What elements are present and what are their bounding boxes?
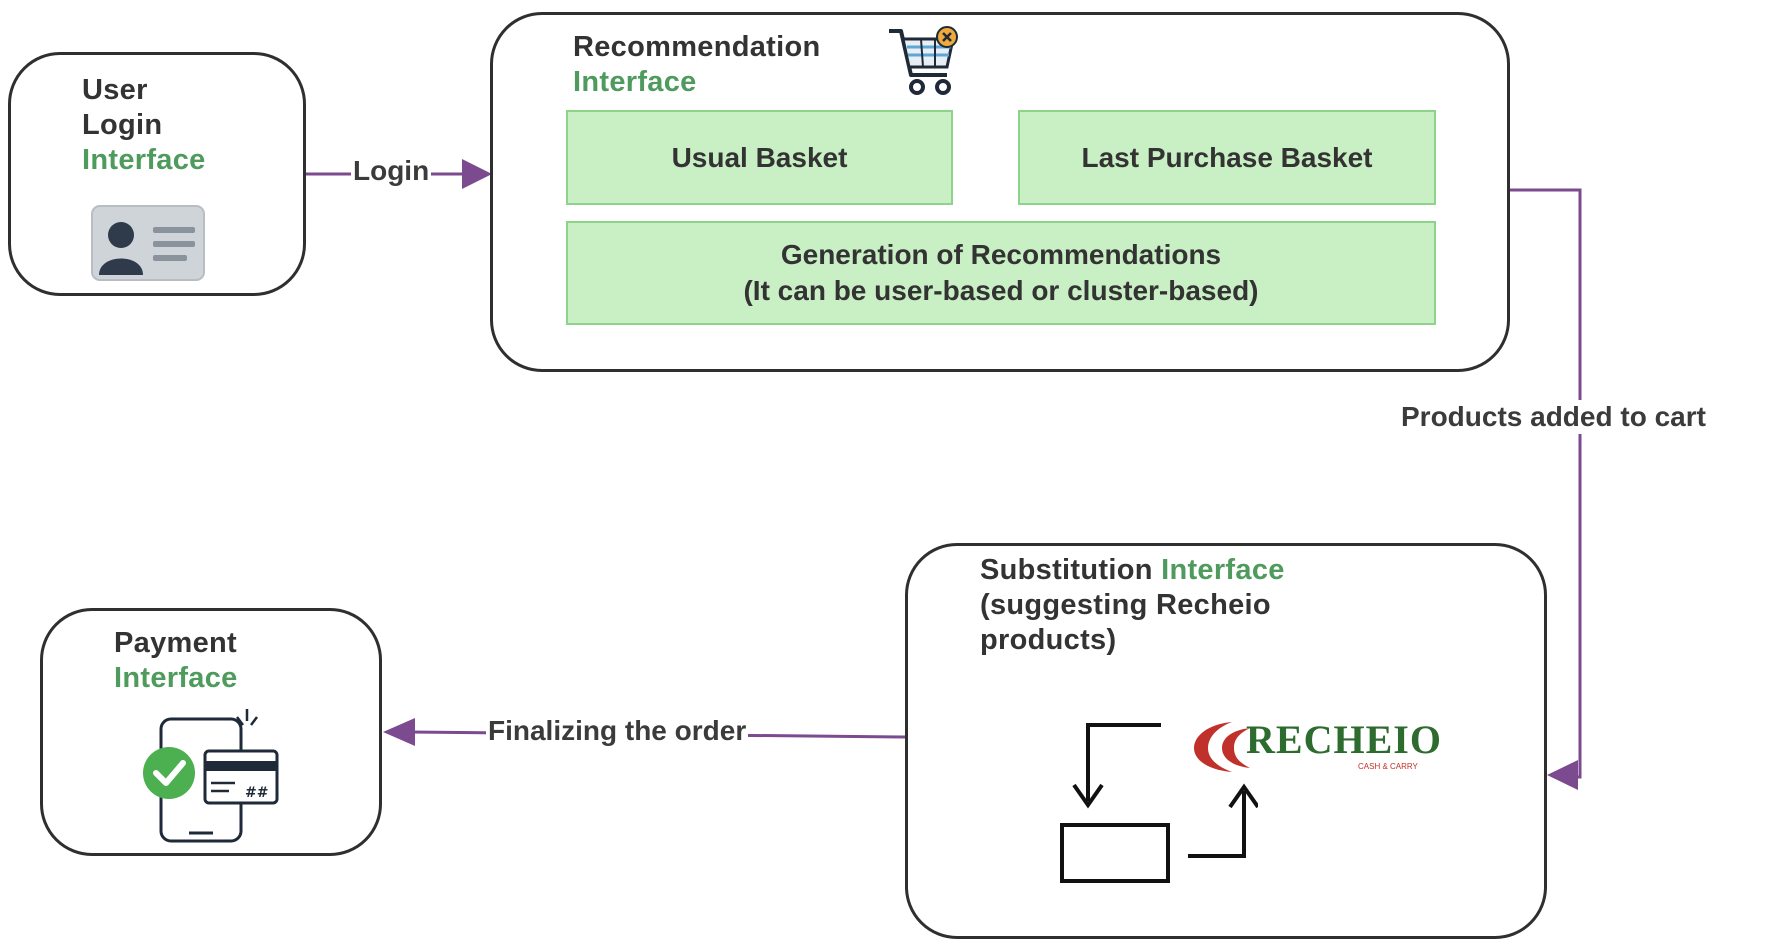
substitution-title-line2: (suggesting Recheio <box>980 589 1271 621</box>
payment-title-line2: Interface <box>114 662 238 694</box>
last-purchase-basket-panel: Last Purchase Basket <box>1018 110 1436 205</box>
recheio-logo: RECHEIO CASH & CARRY <box>1188 714 1478 778</box>
payment-title-line1: Payment <box>114 627 237 659</box>
mobile-payment-icon: ## <box>143 709 279 843</box>
substitution-title-part2: Interface <box>1161 554 1285 586</box>
recheio-logo-subtext: CASH & CARRY <box>1358 762 1418 771</box>
substitution-title-part1: Substitution <box>980 554 1162 586</box>
recommendation-title-line2: Interface <box>573 66 697 98</box>
products-added-edge-label: Products added to cart <box>1399 400 1708 434</box>
generation-recommendations-panel: Generation of Recommendations (It can be… <box>566 221 1436 325</box>
generation-line1: Generation of Recommendations <box>780 239 1222 270</box>
finalizing-order-edge-label: Finalizing the order <box>486 714 749 748</box>
id-card-icon <box>91 205 205 281</box>
generation-line2: (It can be user-based or cluster-based) <box>743 275 1259 306</box>
recommendation-title-line1: Recommendation <box>573 31 821 63</box>
login-edge-label: Login <box>351 154 432 188</box>
login-title-line2: Login <box>82 109 163 141</box>
payment-box: Payment Interface ## <box>40 608 382 856</box>
login-title-line1: User <box>82 74 148 106</box>
shopping-cart-icon <box>889 26 958 95</box>
substitution-title-line1: Substitution Interface <box>980 552 1285 588</box>
substitution-title-line3: products) <box>980 624 1117 656</box>
substitution-box: Substitution Interface (suggesting Reche… <box>905 543 1547 939</box>
login-title-line3: Interface <box>82 144 206 176</box>
usual-basket-panel: Usual Basket <box>566 110 953 205</box>
recheio-logo-text: RECHEIO <box>1246 717 1442 762</box>
swap-arrows-icon <box>1060 723 1258 883</box>
user-login-box: User Login Interface <box>8 52 306 296</box>
recheio-swoosh-icon <box>1194 722 1250 772</box>
recommendation-box: Recommendation Interface Usual Basket La… <box>490 12 1510 372</box>
products-connector <box>1508 188 1582 790</box>
card-mark: ## <box>245 785 268 801</box>
